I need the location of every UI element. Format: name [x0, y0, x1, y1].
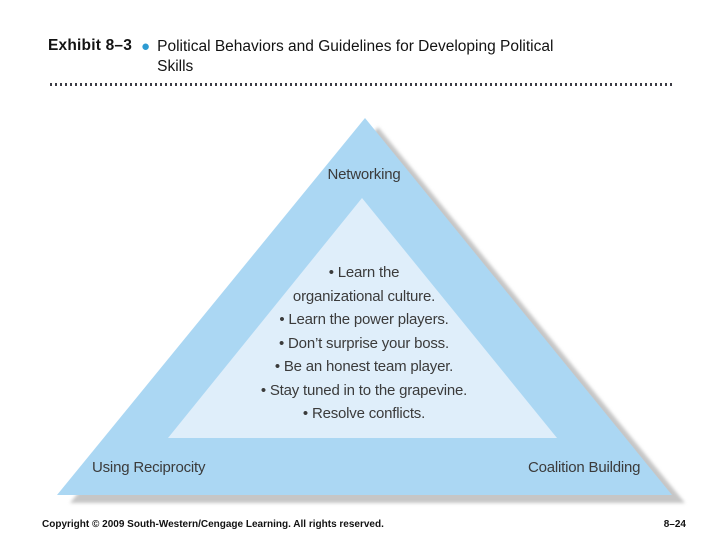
guideline-item: • Resolve conflicts. [302, 405, 426, 422]
guideline-item: • Be an honest team player. [274, 358, 454, 375]
guidelines-list: • Learn the organizational culture. • Le… [0, 261, 728, 426]
inner-triangle [168, 198, 557, 438]
dotted-divider [50, 83, 672, 86]
label-coalition-building: Coalition Building [528, 459, 641, 476]
label-using-reciprocity: Using Reciprocity [92, 459, 206, 476]
guideline-item: • Stay tuned in to the grapevine. [260, 381, 468, 399]
guideline-item: • Learn the power players. [279, 311, 449, 328]
slide-title: Political Behaviors and Guidelines for D… [157, 38, 554, 75]
footer-page-number: 8–24 [663, 519, 686, 530]
guideline-item: • Don’t surprise your boss. [279, 334, 449, 352]
slide-header: Exhibit 8–3 ● Political Behaviors and Gu… [48, 37, 553, 77]
footer-copyright: Copyright © 2009 South-Western/Cengage L… [42, 519, 384, 530]
guideline-item: • Learn the organizational culture. [292, 264, 436, 305]
exhibit-label: Exhibit 8–3 [48, 37, 133, 54]
label-networking: Networking [327, 166, 401, 183]
title-bullet-icon: ● [141, 38, 151, 55]
